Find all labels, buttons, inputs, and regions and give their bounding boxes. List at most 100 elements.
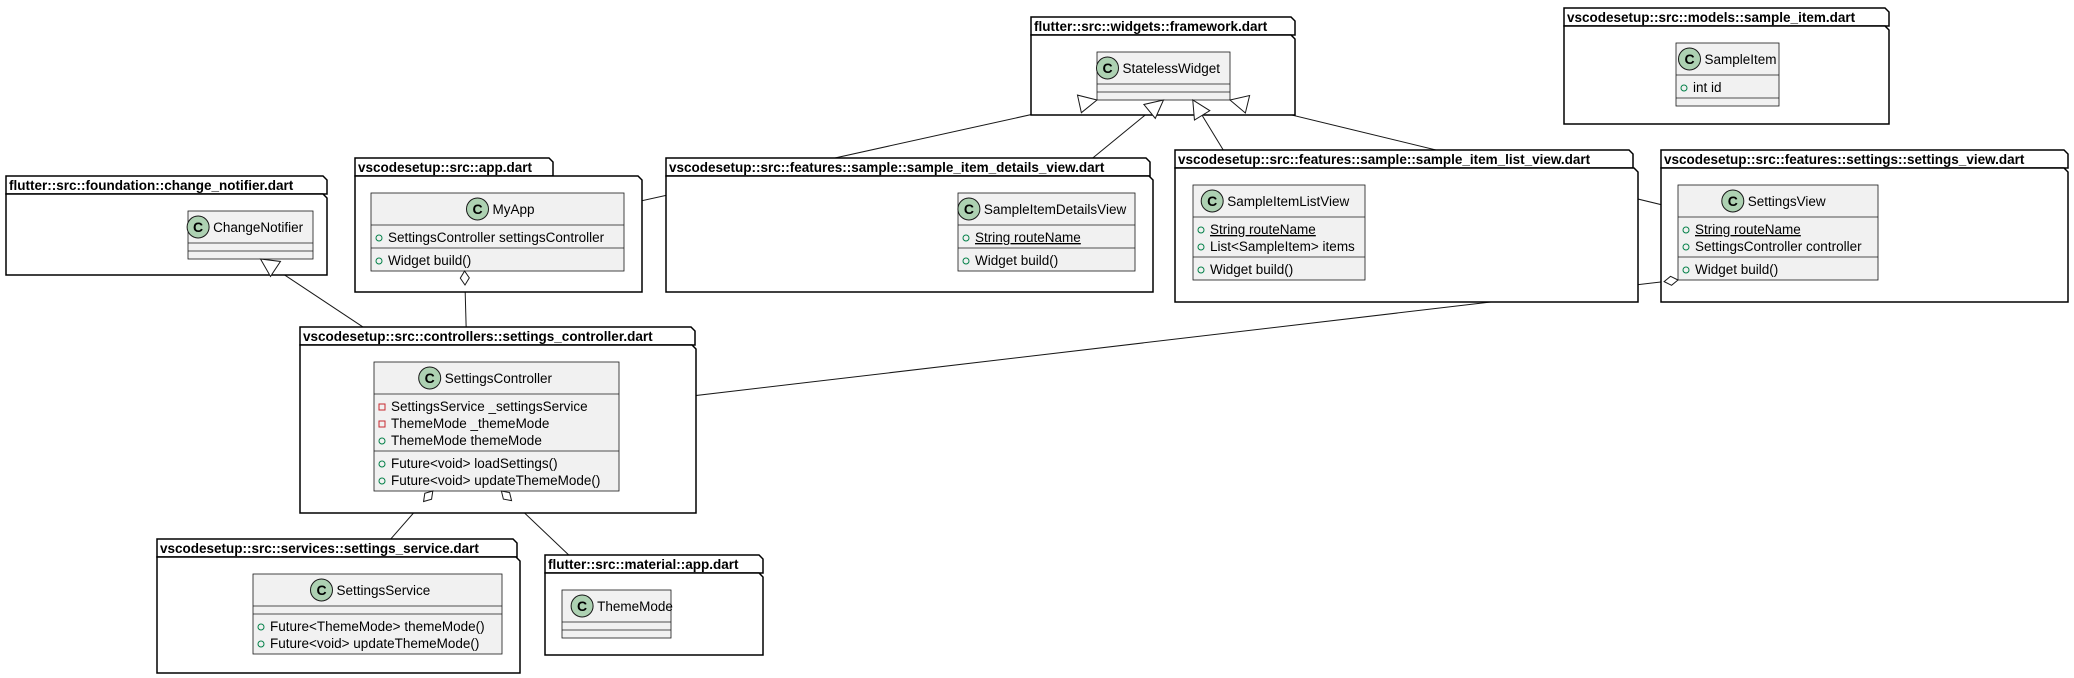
arrow-heads-layer xyxy=(259,94,1679,503)
package-title: vscodesetup::src::controllers::settings_… xyxy=(303,329,653,344)
class-stereotype-icon xyxy=(418,366,442,390)
package-title: vscodesetup::src::app.dart xyxy=(358,160,533,175)
public-visibility-icon xyxy=(257,640,265,648)
class-name: SettingsService xyxy=(337,583,431,598)
class-method: Future<ThemeMode> themeMode() xyxy=(270,619,485,634)
class-stereotype-letter: C xyxy=(193,219,203,235)
class-stereotype-letter: C xyxy=(1102,60,1112,76)
class-name: SampleItemListView xyxy=(1227,194,1349,209)
class-field: String routeName xyxy=(975,230,1081,245)
class-stereotype-letter: C xyxy=(1207,193,1217,209)
package-tab xyxy=(299,326,696,346)
public-visibility-icon xyxy=(1197,266,1205,274)
class-method: Widget build() xyxy=(388,253,471,268)
class-theme-mode[interactable]: C ThemeMode xyxy=(561,589,673,639)
public-visibility-icon xyxy=(1682,243,1690,251)
package-title: flutter::src::material::app.dart xyxy=(548,557,739,572)
class-name: SettingsView xyxy=(1748,194,1826,209)
aggregation-diamond-icon xyxy=(500,490,513,502)
class-field: List<SampleItem> items xyxy=(1210,239,1355,254)
class-field: ThemeMode themeMode xyxy=(391,433,542,448)
package-change-notifier: flutter::src::foundation::change_notifie… xyxy=(5,175,328,276)
public-visibility-icon xyxy=(962,257,970,265)
class-box xyxy=(1096,51,1231,101)
class-field: int id xyxy=(1693,80,1722,95)
class-stereotype-letter: C xyxy=(425,370,435,386)
class-name: SampleItem xyxy=(1705,52,1777,67)
class-field: SettingsService _settingsService xyxy=(391,399,588,414)
class-field: ThemeMode _themeMode xyxy=(391,416,549,431)
class-change-notifier[interactable]: C ChangeNotifier xyxy=(186,210,314,260)
class-stereotype-icon xyxy=(1096,56,1119,80)
package-tab xyxy=(156,538,518,558)
aggregation-diamond-icon xyxy=(459,270,470,286)
package-details-view: vscodesetup::src::features::sample::samp… xyxy=(665,157,1154,293)
class-method: Future<void> updateThemeMode() xyxy=(391,473,600,488)
public-visibility-icon xyxy=(257,623,265,631)
package-title: vscodesetup::src::features::sample::samp… xyxy=(1178,152,1591,167)
inheritance-arrow-icon xyxy=(259,258,282,278)
public-visibility-icon xyxy=(378,460,386,468)
public-visibility-icon xyxy=(1197,243,1205,251)
class-name: StatelessWidget xyxy=(1123,61,1221,76)
class-stereotype-letter: C xyxy=(577,598,587,614)
package-tab xyxy=(665,157,1151,177)
public-visibility-icon xyxy=(378,437,386,445)
class-box xyxy=(373,361,620,492)
class-method: Widget build() xyxy=(1695,262,1778,277)
public-visibility-icon xyxy=(1682,266,1690,274)
class-field: SettingsController controller xyxy=(1695,239,1862,254)
aggregation-diamond-icon xyxy=(1663,275,1679,286)
class-name: ChangeNotifier xyxy=(213,220,304,235)
package-tab xyxy=(544,554,764,574)
package-title: flutter::src::foundation::change_notifie… xyxy=(9,178,294,193)
inheritance-arrow-icon xyxy=(1228,94,1251,114)
private-visibility-icon xyxy=(378,420,386,428)
class-stereotype-letter: C xyxy=(1684,51,1694,67)
class-name: SampleItemDetailsView xyxy=(984,202,1127,217)
class-method: Widget build() xyxy=(1210,262,1293,277)
inheritance-arrow-icon xyxy=(1142,99,1165,120)
aggregation-diamond-icon xyxy=(422,490,434,503)
class-stereotype-letter: C xyxy=(1728,193,1738,209)
class-stereotype-icon xyxy=(186,215,210,239)
package-settings-controller: vscodesetup::src::controllers::settings_… xyxy=(299,326,697,514)
class-sample-item[interactable]: C SampleItem int id xyxy=(1675,42,1780,107)
class-stereotype-icon xyxy=(466,197,489,221)
public-visibility-icon xyxy=(378,477,386,485)
public-visibility-icon xyxy=(375,234,383,242)
package-list-view: vscodesetup::src::features::sample::samp… xyxy=(1174,149,1639,303)
class-stereotype-letter: C xyxy=(964,201,974,217)
class-field: SettingsController settingsController xyxy=(388,230,605,245)
class-box xyxy=(1677,184,1879,281)
public-visibility-icon xyxy=(1682,226,1690,234)
class-box xyxy=(370,192,625,272)
package-title: vscodesetup::src::features::settings::se… xyxy=(1664,152,2025,167)
class-stereotype-letter: C xyxy=(472,201,482,217)
package-title: flutter::src::widgets::framework.dart xyxy=(1034,19,1268,34)
package-title: vscodesetup::src::models::sample_item.da… xyxy=(1567,10,1856,25)
class-stereotype-icon xyxy=(1678,47,1701,71)
package-settings-service: vscodesetup::src::services::settings_ser… xyxy=(156,538,521,674)
class-method: Future<void> updateThemeMode() xyxy=(270,636,479,651)
package-settings-view: vscodesetup::src::features::settings::se… xyxy=(1660,149,2069,303)
public-visibility-icon xyxy=(1680,84,1688,92)
package-tab xyxy=(1030,16,1296,36)
class-stereotype-icon xyxy=(1721,189,1745,213)
package-tab xyxy=(1174,149,1634,169)
class-stateless-widget[interactable]: C StatelessWidget xyxy=(1096,51,1231,101)
inheritance-arrow-icon xyxy=(1192,99,1211,121)
class-stereotype-icon xyxy=(957,197,981,221)
class-name: ThemeMode xyxy=(597,599,673,614)
package-models: vscodesetup::src::models::sample_item.da… xyxy=(1563,7,1890,125)
class-stereotype-icon xyxy=(310,578,333,602)
